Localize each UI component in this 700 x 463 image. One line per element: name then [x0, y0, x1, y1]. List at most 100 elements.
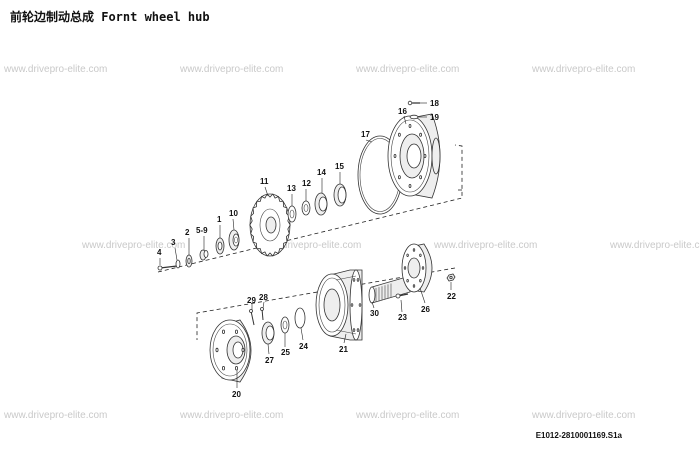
bolt-hole [419, 279, 422, 283]
callout-11: 11 [260, 177, 269, 186]
bolt-hole [419, 253, 422, 257]
watermark: www.drivepro-elite.com [257, 240, 361, 251]
part-16-end-cover [387, 113, 441, 199]
bolt-hole [352, 328, 356, 332]
watermark: www.drivepro-elite.com [531, 410, 635, 421]
callout-14: 14 [317, 168, 326, 177]
bolt-hole [235, 366, 238, 371]
bolt-hole [412, 248, 416, 252]
part-5-9-nut-set [199, 249, 209, 261]
part-30-spindle [368, 275, 411, 304]
part-3-washer [175, 259, 181, 269]
bolt-hole [419, 175, 422, 180]
gear-bore [265, 216, 277, 234]
bolt-hole [419, 132, 422, 137]
part-26-flange-carrier [401, 243, 433, 293]
part-25-ring [280, 316, 290, 334]
part-22-nut [446, 273, 456, 282]
watermark-layer: www.drivepro-elite.com www.drivepro-elit… [3, 64, 700, 421]
callout-19: 19 [430, 113, 439, 122]
callout-22: 22 [447, 292, 456, 301]
watermark: www.drivepro-elite.com [179, 410, 283, 421]
part-28-pin [260, 307, 264, 321]
bolt-hole [398, 175, 401, 180]
callout-30: 30 [370, 309, 379, 318]
callout-10: 10 [229, 209, 238, 218]
bolt-hole [423, 153, 427, 158]
part-1-thrust-washer [215, 237, 225, 255]
bolt-hole [241, 347, 245, 353]
bolt-hole [222, 329, 225, 334]
part-11-gear [249, 193, 291, 257]
callout-26: 26 [421, 305, 430, 314]
watermark: www.drivepro-elite.com [433, 240, 537, 251]
bolt-hole [393, 153, 397, 158]
watermark: www.drivepro-elite.com [609, 240, 700, 251]
part-23-bolt [395, 293, 409, 299]
bolt-hole [412, 284, 416, 288]
callout-27: 27 [265, 356, 274, 365]
diagram-title: 前轮边制动总成 Fornt wheel hub [10, 10, 210, 24]
callout-labels: 4 3 2 5-9 1 10 11 13 12 14 15 17 16 18 1… [157, 99, 456, 399]
bolt-hole [352, 278, 356, 282]
part-21-wheel-hub [315, 269, 363, 341]
part-20-brake-housing [209, 319, 252, 383]
callout-29: 29 [247, 296, 256, 305]
callout-4: 4 [157, 248, 162, 257]
watermark: www.drivepro-elite.com [355, 64, 459, 75]
callout-15: 15 [335, 162, 344, 171]
callout-17: 17 [361, 130, 370, 139]
drawing-code: E1012-2810001169.S1a [535, 431, 622, 440]
callout-28: 28 [259, 293, 268, 302]
watermark: www.drivepro-elite.com [81, 240, 185, 251]
bolt-hole [406, 253, 409, 257]
callout-12: 12 [302, 179, 311, 188]
bolt-hole [235, 329, 238, 334]
part-24-snap-ring [294, 307, 306, 329]
part-12-seal-ring [287, 205, 297, 223]
callout-5-9: 5-9 [196, 226, 208, 235]
callout-23: 23 [398, 313, 407, 322]
callout-13: 13 [287, 184, 296, 193]
watermark: www.drivepro-elite.com [355, 410, 459, 421]
bolt-hole [358, 303, 362, 307]
part-2-thrust-disc [185, 254, 193, 268]
bolt-hole [406, 279, 409, 283]
part-19-washer [409, 114, 419, 120]
callout-16: 16 [398, 107, 407, 116]
gear-inner-rim [259, 208, 281, 242]
assembly-dashed-outline [157, 144, 463, 273]
bolt-hole [408, 124, 412, 129]
lower-dashed-outline [196, 267, 456, 340]
bolt-hole [408, 183, 412, 188]
callout-1: 1 [217, 215, 222, 224]
callout-3: 3 [171, 238, 176, 247]
leader-lines [159, 102, 452, 388]
callout-24: 24 [299, 342, 308, 351]
part-4-bolt [157, 265, 178, 271]
bolt-hole [222, 366, 225, 371]
bolt-hole [421, 266, 425, 270]
callout-2: 2 [185, 228, 190, 237]
bolt-hole [398, 132, 401, 137]
part-13-ring [301, 200, 311, 216]
callout-18: 18 [430, 99, 439, 108]
bolt-hole [350, 303, 354, 307]
bolt-hole [215, 347, 219, 353]
callout-25: 25 [281, 348, 290, 357]
callout-21: 21 [339, 345, 348, 354]
watermark: www.drivepro-elite.com [179, 64, 283, 75]
watermark: www.drivepro-elite.com [531, 64, 635, 75]
watermark: www.drivepro-elite.com [3, 410, 107, 421]
bolt-hole [356, 278, 360, 282]
callout-20: 20 [232, 390, 241, 399]
bolt-hole [356, 328, 360, 332]
watermark: www.drivepro-elite.com [3, 64, 107, 75]
part-29-bolt [249, 309, 255, 326]
part-15-oil-seal [333, 183, 347, 207]
part-27-bearing [261, 321, 275, 345]
bolt-hole [403, 266, 407, 270]
part-14-bearing [314, 192, 328, 216]
